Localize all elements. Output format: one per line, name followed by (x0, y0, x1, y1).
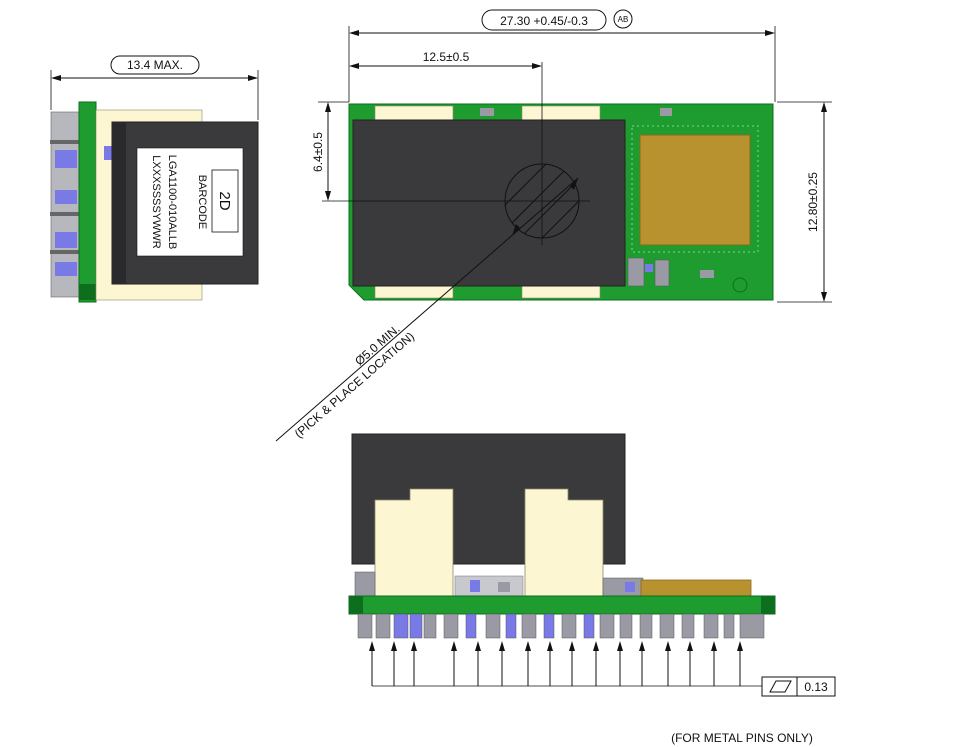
overall-width-dimension: 12.80±0.25 (777, 101, 832, 303)
flatness-arrow-head (547, 641, 553, 651)
barcode-text: BARCODE (196, 175, 208, 229)
front-connector-left (374, 488, 454, 597)
front-view (348, 433, 776, 639)
barcode-2d-text: 2D (216, 191, 233, 210)
front-view-ic (640, 579, 752, 597)
overall-length-dimension: 27.30 +0.45/-0.3 AB (348, 9, 776, 102)
small-part (645, 264, 653, 272)
pick-offset-x-dimension: 12.5±0.5 (349, 50, 542, 69)
ic-outline (631, 125, 759, 253)
barcode-label (136, 147, 244, 257)
flatness-symbol (769, 680, 792, 693)
flatness-arrow-head (639, 641, 645, 651)
small-part (480, 108, 494, 116)
flatness-arrow-head (525, 641, 531, 651)
pick-offset-x-label: 12.5±0.5 (423, 50, 470, 64)
lot-code-text: LXXXSSSSYWWR (150, 155, 162, 249)
flatness-arrow-head (391, 641, 397, 651)
small-part (654, 259, 670, 287)
datum-ref-label: AB (618, 15, 629, 24)
flatness-arrow-head (711, 641, 717, 651)
pick-offset-y-dimension: 6.4±0.5 (311, 101, 349, 201)
small-part (660, 108, 672, 116)
top-view-ic (639, 134, 751, 246)
top-connector-right (521, 105, 601, 122)
side-height-dimension: 13.4 MAX. (50, 55, 259, 120)
top-view (322, 62, 774, 301)
flatness-arrow-head (369, 641, 375, 651)
small-part (700, 270, 714, 278)
small-part (627, 257, 645, 287)
flatness-arrow-head (687, 641, 693, 651)
flatness-arrow-head (451, 641, 457, 651)
footnote-label: (FOR METAL PINS ONLY) (671, 731, 813, 745)
overall-width-label: 12.80±0.25 (806, 172, 820, 232)
pick-offset-y-label: 6.4±0.5 (311, 132, 325, 172)
flatness-arrow-head (665, 641, 671, 651)
part-number-text: LGA1100-010ALLB (166, 155, 178, 250)
flatness-value-label: 0.13 (804, 680, 828, 694)
top-connector-left (374, 105, 454, 122)
side-view-pcb (78, 101, 97, 303)
flatness-callout: 0.13 (369, 641, 836, 697)
flatness-arrow-head (499, 641, 505, 651)
flatness-arrow-head (411, 641, 417, 651)
flatness-arrow-head (593, 641, 599, 651)
flatness-arrow-head (569, 641, 575, 651)
overall-length-label: 27.30 +0.45/-0.3 (500, 14, 588, 28)
flatness-arrow-head (737, 641, 743, 651)
flatness-arrow-head (617, 641, 623, 651)
side-view: 2D BARCODE LGA1100-010ALLB LXXXSSSSYWWR (50, 101, 259, 303)
front-view-pins (357, 613, 765, 639)
front-connector-right (524, 488, 604, 597)
front-view-pcb (348, 595, 776, 615)
side-height-label: 13.4 MAX. (127, 58, 183, 72)
pick-note-label: (PICK & PLACE LOCATION) (292, 329, 417, 440)
mounting-hole (732, 277, 748, 293)
flatness-arrow-head (475, 641, 481, 651)
top-view-component-body (352, 119, 626, 287)
